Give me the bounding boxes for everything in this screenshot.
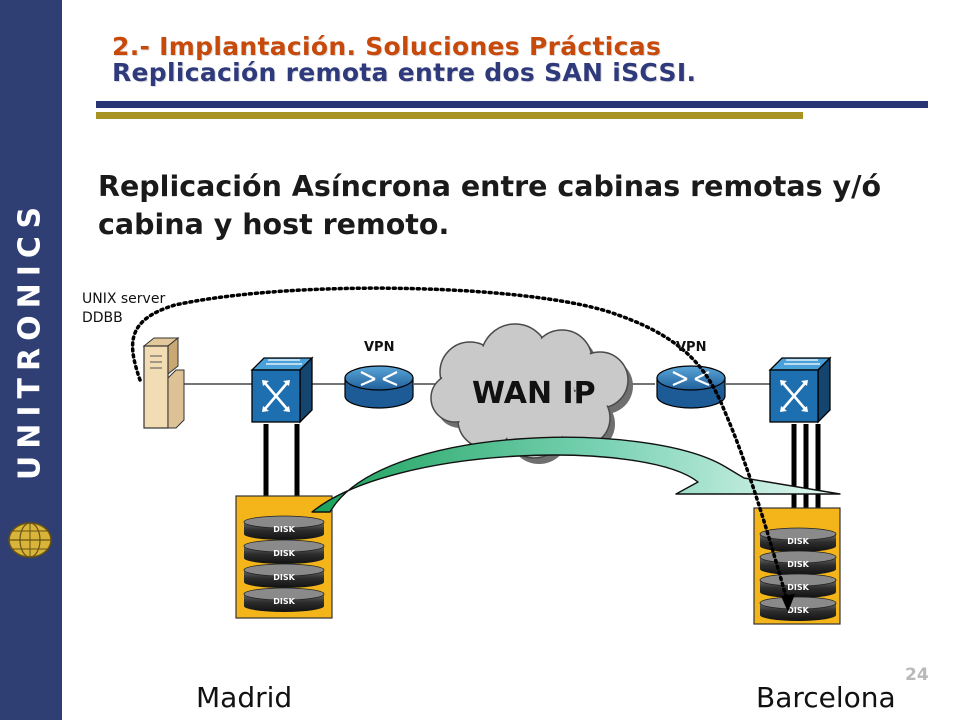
switch-right-icon [768,356,832,424]
san-links-right [791,424,821,508]
san-links-left [263,424,300,496]
replication-path-dotted [130,286,789,602]
unitronics-logo: UNITRONICS [13,200,48,480]
svg-text:DISK: DISK [273,573,295,582]
vpn-label-left: VPN [364,340,395,355]
disk-icon: DISK [243,587,325,612]
san-storage-madrid: DISK DISK DISK DISK [235,495,333,619]
disk-icon: DISK [759,596,837,621]
router-right-icon [656,365,726,409]
disk-icon: DISK [243,539,325,564]
router-left-icon [344,365,414,409]
city-label-barcelona: Barcelona [756,681,896,714]
server-label: UNIX server [82,291,166,307]
svg-text:DISK: DISK [787,606,809,615]
disk-icon: DISK [759,573,837,598]
replication-arrowhead-icon [781,594,795,612]
headline: Replicación Asíncrona entre cabinas remo… [98,170,882,241]
disk-icon: DISK [243,563,325,588]
page-number: 24 [905,665,929,685]
svg-text:DISK: DISK [273,525,295,534]
switch-left-icon [250,356,314,424]
wan-label: WAN IP [472,376,596,411]
wan-cloud-icon [430,323,633,464]
title-rule-blue [96,101,928,108]
network-diagram: DISK DISK DISK DISK DISK DISK [130,286,841,625]
svg-text:DISK: DISK [787,560,809,569]
sidebar: UNITRONICS [0,0,62,720]
svg-text:DISK: DISK [273,597,295,606]
unix-server-icon [142,336,185,429]
server-sublabel: DDBB [82,310,123,326]
city-label-madrid: Madrid [196,681,293,714]
title-rule-gold [96,112,803,119]
globe-logo-icon [8,522,52,558]
vpn-label-right: VPN [676,340,707,355]
slide-section-title: 2.- Implantación. Soluciones Prácticas [112,32,662,61]
disk-icon: DISK [759,527,837,552]
svg-text:DISK: DISK [787,537,809,546]
svg-text:UNITRONICS: UNITRONICS [13,200,48,480]
disk-icon: DISK [759,550,837,575]
san-storage-barcelona: DISK DISK DISK DISK [753,507,841,625]
disk-icon: DISK [243,515,325,540]
slide-subtitle: Replicación remota entre dos SAN iSCSI. [112,58,697,87]
svg-text:DISK: DISK [273,549,295,558]
replication-arrow [311,436,841,513]
svg-text:DISK: DISK [787,583,809,592]
